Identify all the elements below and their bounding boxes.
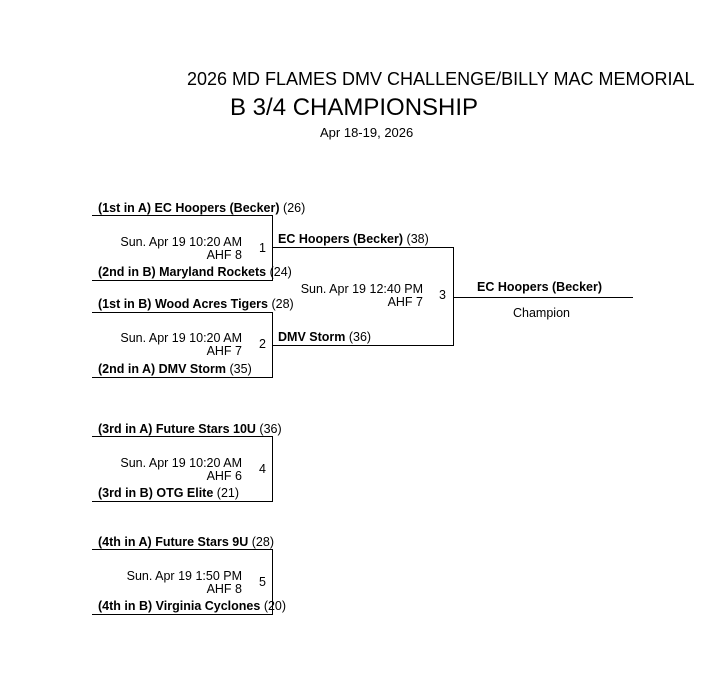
game-4-bottom-team: (3rd in B) OTG Elite (21) (98, 486, 240, 500)
tournament-dates: Apr 18-19, 2026 (320, 125, 414, 140)
champion-name: EC Hoopers (Becker) (477, 280, 603, 294)
bracket-title: B 3/4 CHAMPIONSHIP (230, 94, 479, 121)
game-5-top-team: (4th in A) Future Stars 9U (28) (98, 535, 274, 549)
game-1-bottom-team: (2nd in B) Maryland Rockets (24) (98, 265, 292, 279)
game-1-top-team: (1st in A) EC Hoopers (Becker) (26) (98, 201, 306, 215)
game-2-number: 2 (259, 337, 266, 351)
game-5-number: 5 (259, 575, 266, 589)
game-4-top-team: (3rd in A) Future Stars 10U (36) (98, 422, 282, 436)
game-4-number: 4 (259, 462, 266, 476)
game-2-top-team: (1st in B) Wood Acres Tigers (28) (98, 297, 294, 311)
game-3-number: 3 (439, 288, 446, 302)
game-5-bottom-team: (4th in B) Virginia Cyclones (20) (98, 599, 287, 613)
game-3-bottom-team: DMV Storm (36) (278, 330, 372, 344)
tournament-title: 2026 MD FLAMES DMV CHALLENGE/BILLY MAC M… (187, 69, 695, 89)
game-2-bottom-team: (2nd in A) DMV Storm (35) (98, 362, 252, 376)
game-3-top-team: EC Hoopers (Becker) (38) (278, 232, 429, 246)
champion-label: Champion (513, 306, 570, 320)
game-1-number: 1 (259, 241, 266, 255)
